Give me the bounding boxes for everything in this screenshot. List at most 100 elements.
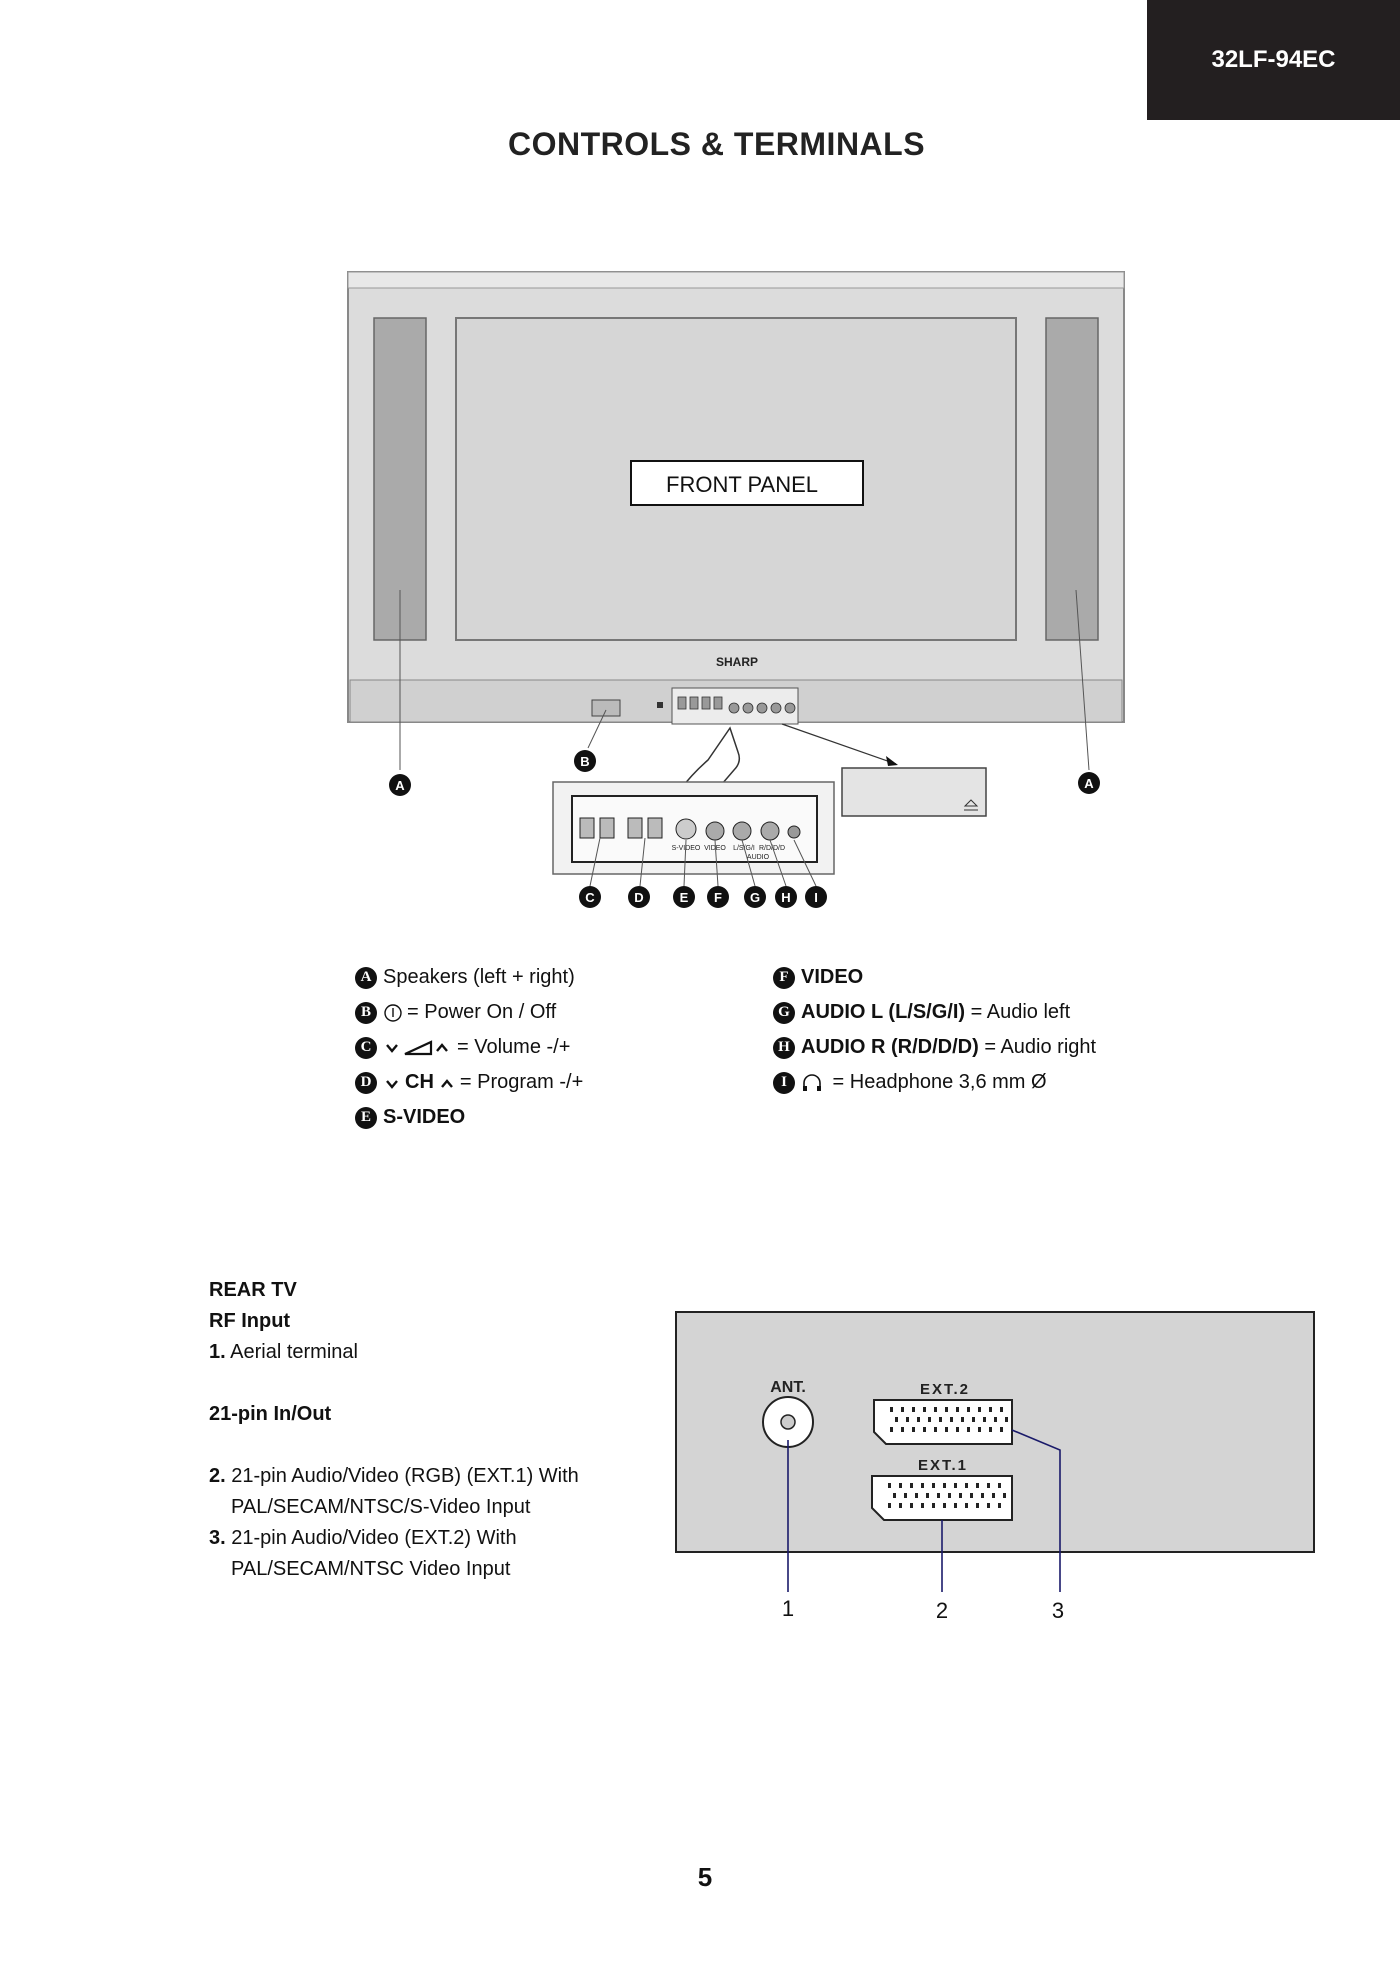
scart-pin [937,1493,940,1498]
legend-text: = Program -/+ [459,1071,584,1093]
scart-pin [912,1407,915,1412]
scart-pin [906,1417,909,1422]
scart-pin [1003,1493,1006,1498]
model-number-box: 32LF-94EC [1147,0,1400,120]
right-speaker [1045,317,1099,641]
legend-left: A Speakers (left + right) B = Power On /… [355,960,583,1135]
legend-item-headphone: I = Headphone 3,6 mm Ø [773,1065,1096,1100]
scart-pin [901,1407,904,1412]
legend-text: = Audio right [978,1036,1097,1058]
scart-pin [989,1427,992,1432]
zoomed-buttons [579,817,663,839]
legend-bold: AUDIO R (R/D/D/D) [801,1036,979,1058]
legend-bold: S-VIDEO [383,1106,466,1128]
callout-f [707,886,729,908]
antenna-socket-inner [780,1414,796,1430]
badge-f: F [773,966,795,989]
callout-h-label: H [781,890,790,905]
scart-pin [998,1483,1001,1488]
scart-pin [956,1407,959,1412]
scart-pin [921,1503,924,1508]
scart-pin [901,1427,904,1432]
scart-pin [1000,1427,1003,1432]
rear-description: REAR TV RF Input 1. Aerial terminal 21-p… [209,1275,579,1585]
scart-pin [981,1493,984,1498]
scart-pin [994,1417,997,1422]
scart-pin [888,1483,891,1488]
badge-d: D [355,1071,377,1094]
label-audio-r: R/D/D/D [759,845,785,852]
legend-item-volume: C = Volume -/+ [355,1030,583,1065]
scart-pin [904,1493,907,1498]
scart-pin [945,1407,948,1412]
power-icon [383,1003,403,1023]
scart-pin [976,1483,979,1488]
zoomed-leaders [589,837,817,887]
scart-pin [910,1503,913,1508]
ext2-scart-connector [873,1399,1013,1445]
legend-text: Speakers (left + right) [383,966,575,988]
callout-f-label: F [714,890,722,905]
brand-logo: SHARP [716,655,758,669]
legend-bold: AUDIO L (L/S/G/I) [801,1001,966,1023]
svideo-jack [675,818,697,840]
item-text: 21-pin Audio/Video (RGB) (EXT.1) With [231,1465,579,1487]
scart-pin [998,1503,1001,1508]
leader-b [587,709,607,749]
callout-e [673,886,695,908]
callout-i [805,886,827,908]
front-door-flap [841,767,987,817]
scart-pin [890,1427,893,1432]
badge-i: I [773,1071,795,1094]
indicator-light [657,702,663,708]
chevron-down-icon [383,1073,401,1093]
chevron-up-icon [438,1073,456,1093]
scart-pin [978,1407,981,1412]
callout-a-right-label: A [1084,776,1094,791]
pin-heading: 21-pin In/Out [209,1403,332,1425]
callout-b-label: B [580,754,589,769]
scart-pin [972,1417,975,1422]
scart-pin [989,1407,992,1412]
scart-pin [950,1417,953,1422]
page-title: CONTROLS & TERMINALS [507,126,926,162]
callout-a-right [1078,772,1100,794]
legend-bold: CH [405,1071,434,1093]
callout-c-label: C [585,890,595,905]
ext1-pins [888,1483,1006,1508]
volume-icon [383,1038,453,1058]
scart-pin [987,1483,990,1488]
item-number: 3. [209,1527,226,1549]
scart-pin [899,1503,902,1508]
item-text-continued: PAL/SECAM/NTSC Video Input [231,1558,511,1580]
legend-item-power: B = Power On / Off [355,995,583,1030]
scart-pin [948,1493,951,1498]
label-audio: AUDIO [747,854,770,861]
scart-pin [921,1483,924,1488]
scart-pin [899,1483,902,1488]
panel-label: FRONT PANEL [666,472,818,497]
callout-e-label: E [680,890,689,905]
scart-pin [970,1493,973,1498]
rear-item-1: 1. Aerial terminal [209,1337,579,1368]
ant-label: ANT. [770,1379,806,1396]
legend-item-program: D CH = Program -/+ [355,1065,583,1100]
callout-a-left-label: A [395,778,405,793]
headphone-icon [801,1073,823,1093]
scart-pin [967,1407,970,1412]
door-arrow-line [781,723,897,765]
rear-heading: REAR TV [209,1279,297,1301]
legend-text: = Audio left [965,1001,1071,1023]
ext1-scart-connector [871,1475,1013,1521]
callout-i-label: I [814,890,818,905]
callout-g-label: G [750,890,760,905]
rear-leader-lines [787,1429,1061,1592]
scart-pin [888,1503,891,1508]
ext2-label: EXT.2 [920,1381,970,1398]
scart-pin [965,1503,968,1508]
scart-pin [983,1417,986,1422]
legend-item-audio-l: G AUDIO L (L/S/G/I) = Audio left [773,995,1096,1030]
scart-pin [893,1493,896,1498]
scart-pin [939,1417,942,1422]
scart-pin [959,1493,962,1498]
